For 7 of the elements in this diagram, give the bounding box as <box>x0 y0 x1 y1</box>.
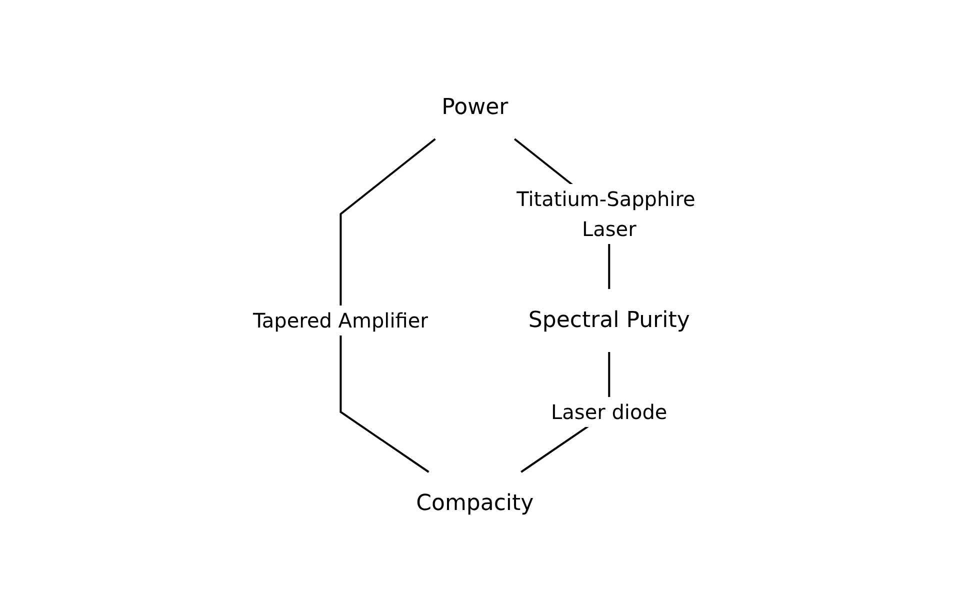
node-text: Compacity <box>416 490 534 516</box>
node-text: Power <box>441 94 508 120</box>
edge-label: Titatium-Sapphire Laser <box>516 186 695 240</box>
edge-label: Laser diode <box>550 400 667 424</box>
edge-label: Tapered Amplifier <box>252 308 428 332</box>
connector <box>339 138 436 472</box>
node-text: Spectral Purity <box>528 308 690 332</box>
